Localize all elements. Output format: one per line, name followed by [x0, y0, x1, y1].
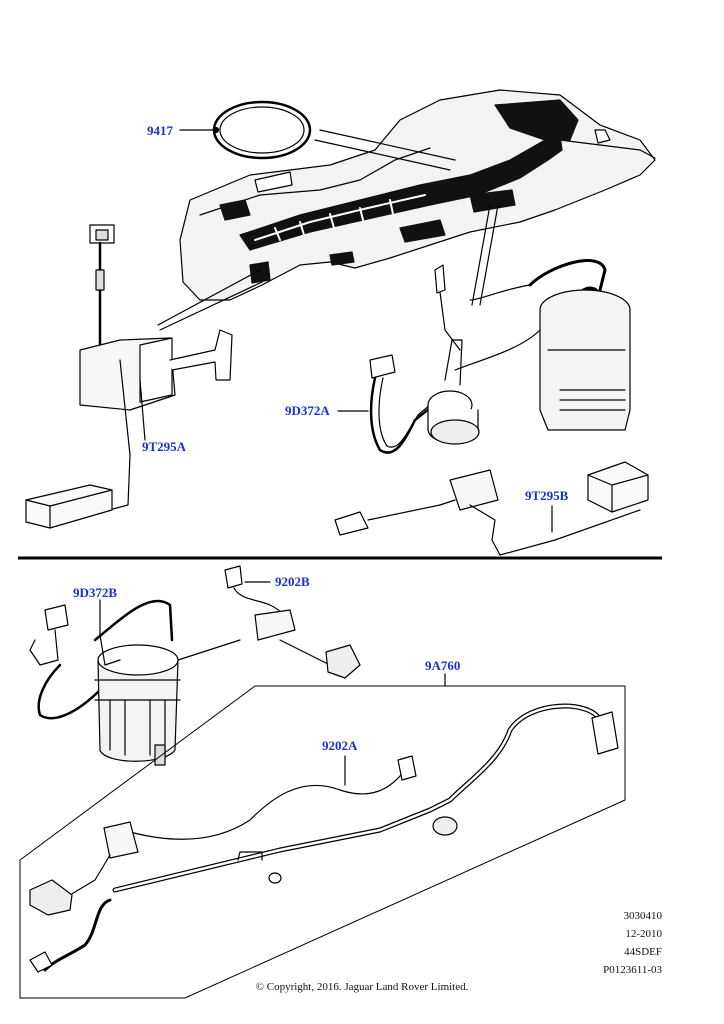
level-sender-9T295B[interactable] [334, 461, 649, 556]
level-sender-9T295A[interactable] [25, 224, 233, 529]
diagram-reference: P0123611-03 [603, 964, 662, 976]
leader-line [319, 129, 456, 161]
kit-boundary-9A760 [19, 685, 626, 999]
harness-9202A[interactable] [29, 755, 417, 916]
label-9A760[interactable]: 9A760 [425, 658, 461, 673]
fuel-pump-9D372B[interactable] [29, 599, 241, 766]
label-9T295B[interactable]: 9T295B [525, 488, 569, 503]
label-9D372B[interactable]: 9D372B [73, 585, 118, 600]
sender-9202B[interactable] [224, 565, 361, 679]
label-9202A[interactable]: 9202A [322, 738, 358, 753]
label-9T295A[interactable]: 9T295A [142, 439, 187, 454]
label-9202B[interactable]: 9202B [275, 574, 310, 589]
diagram-variant: 44SDEF [624, 946, 662, 958]
diagram-code: 3030410 [623, 910, 663, 922]
diagram-date: 12-2010 [625, 928, 662, 940]
seal-ring-9417[interactable] [212, 100, 312, 160]
tank-internal-harness [219, 99, 579, 284]
fuel-pump-9D372A[interactable] [369, 259, 631, 454]
label-9417[interactable]: 9417 [147, 123, 173, 138]
label-9D372A[interactable]: 9D372A [285, 403, 330, 418]
harness-9A760[interactable] [29, 703, 619, 973]
copyright-notice: © Copyright, 2016. Jaguar Land Rover Lim… [255, 981, 469, 993]
